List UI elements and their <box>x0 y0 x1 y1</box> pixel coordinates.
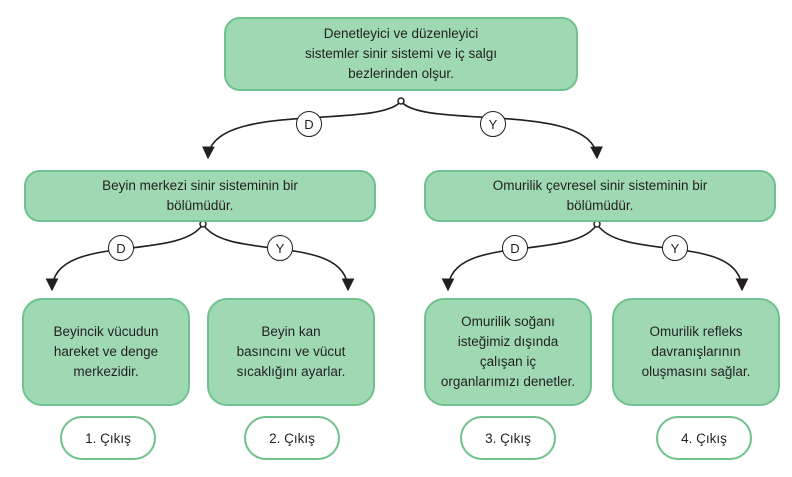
exit-1-label: 1. Çıkış <box>85 430 131 446</box>
exit-1: 1. Çıkış <box>60 416 156 460</box>
leaf-4-text: Omurilik refleks davranışlarının oluşmas… <box>641 323 751 380</box>
badge-false-left: Y <box>267 235 293 261</box>
right-statement-box: Omurilik çevresel sinir sisteminin bir b… <box>424 170 776 222</box>
exit-4-label: 4. Çıkış <box>681 430 727 446</box>
exit-2-label: 2. Çıkış <box>269 430 315 446</box>
badge-true-root: D <box>296 111 322 137</box>
arrow-root-to-right <box>400 100 603 160</box>
leaf-2-text: Beyin kan basıncını ve vücut sıcaklığını… <box>236 323 346 380</box>
root-statement-box: Denetleyici ve düzenleyici sistemler sin… <box>224 17 578 91</box>
leaf-2-box: Beyin kan basıncını ve vücut sıcaklığını… <box>207 298 375 406</box>
leaf-3-text: Omurilik soğanı isteğimiz dışında çalışa… <box>440 313 576 390</box>
root-junction <box>397 97 405 105</box>
exit-3-label: 3. Çıkış <box>485 430 531 446</box>
root-statement-text: Denetleyici ve düzenleyici sistemler sin… <box>304 25 498 82</box>
exit-3: 3. Çıkış <box>460 416 556 460</box>
right-statement-text: Omurilik çevresel sinir sisteminin bir b… <box>492 177 708 213</box>
badge-true-right: D <box>502 235 528 261</box>
exit-4: 4. Çıkış <box>656 416 752 460</box>
badge-false-right: Y <box>662 235 688 261</box>
leaf-3-box: Omurilik soğanı isteğimiz dışında çalışa… <box>424 298 592 406</box>
leaf-4-box: Omurilik refleks davranışlarının oluşmas… <box>612 298 780 406</box>
badge-false-root: Y <box>480 111 506 137</box>
leaf-1-box: Beyincik vücudun hareket ve denge merkez… <box>22 298 190 406</box>
exit-2: 2. Çıkış <box>244 416 340 460</box>
left-statement-box: Beyin merkezi sinir sisteminin bir bölüm… <box>24 170 376 222</box>
badge-true-left: D <box>108 235 134 261</box>
leaf-1-text: Beyincik vücudun hareket ve denge merkez… <box>53 323 159 380</box>
left-statement-text: Beyin merkezi sinir sisteminin bir bölüm… <box>102 177 298 213</box>
